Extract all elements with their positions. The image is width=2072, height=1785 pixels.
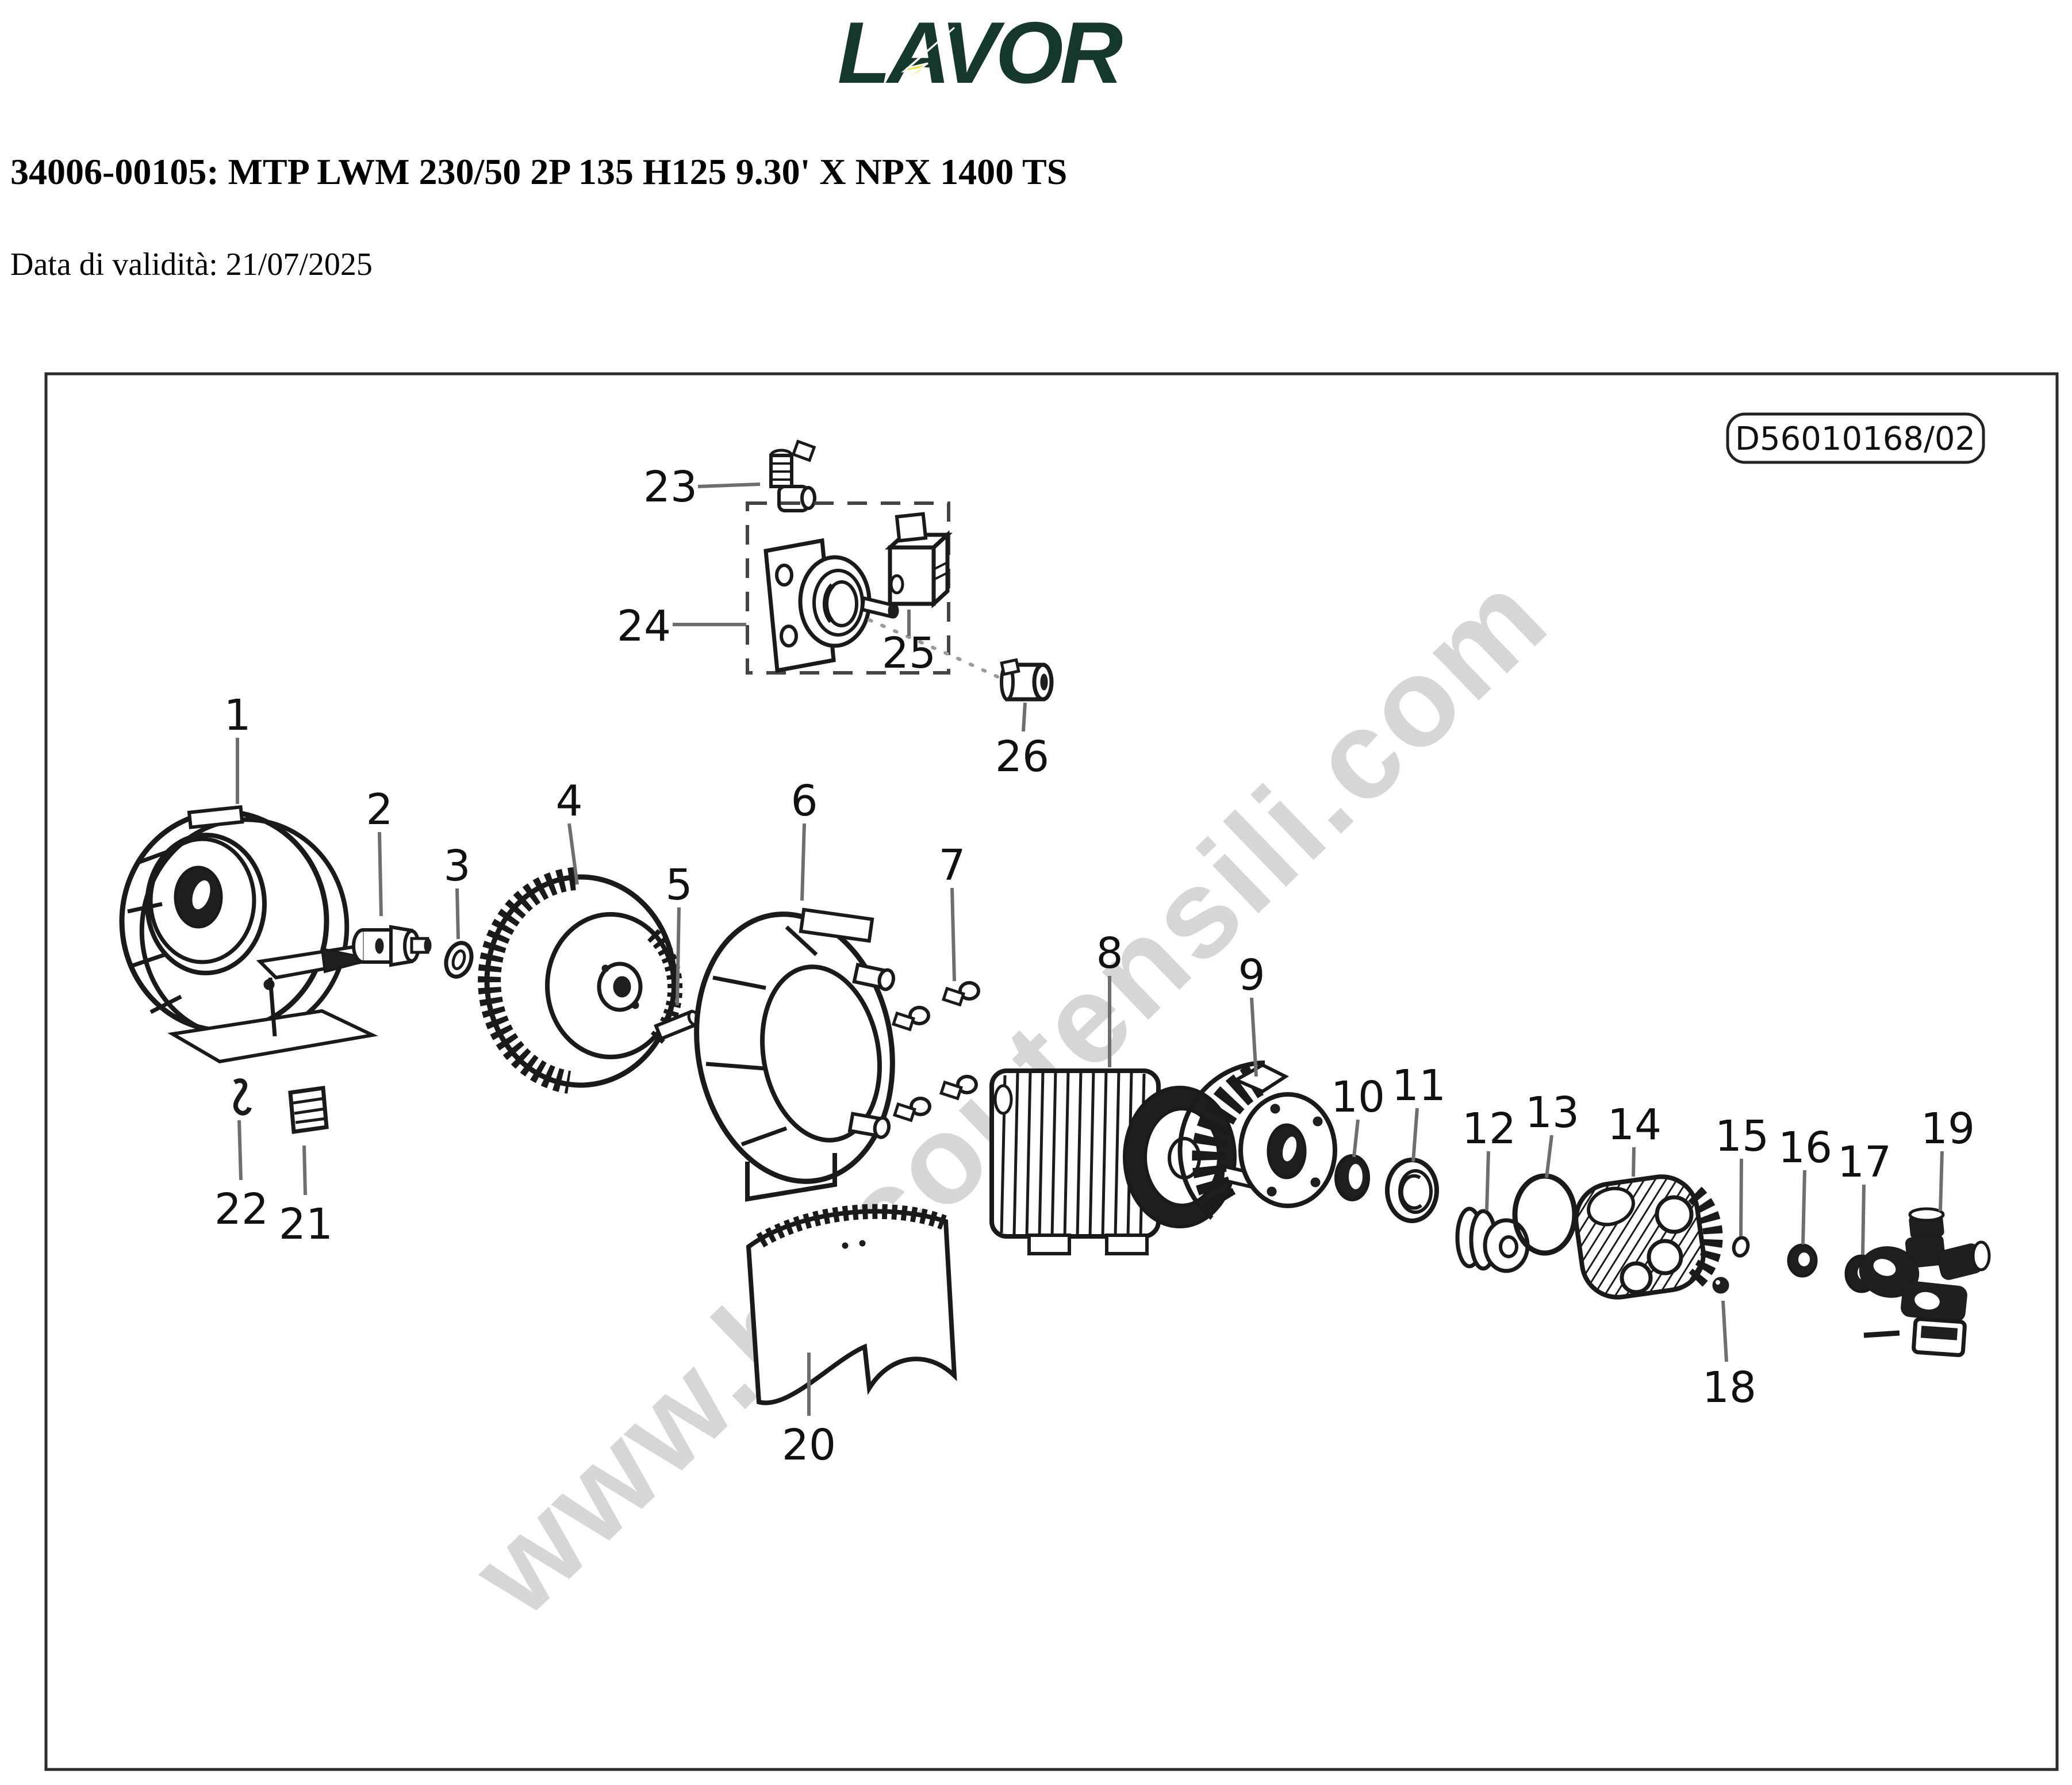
part-label-19: 19 [1921, 1104, 1975, 1154]
kit-dotted-line [868, 618, 1003, 680]
part-10-bearing [1334, 1154, 1370, 1201]
part-label-10: 10 [1331, 1072, 1385, 1122]
part-2-coupling [352, 925, 432, 967]
part-label-17: 17 [1837, 1137, 1891, 1187]
part-label-6: 6 [791, 776, 818, 826]
part-24-pressure-switch-kit [746, 501, 950, 675]
part-leader-3 [455, 888, 460, 940]
drawing-code: D56010168/02 [1735, 420, 1975, 458]
part-label-13: 13 [1525, 1088, 1579, 1137]
part-label-22: 22 [214, 1185, 268, 1234]
part-leader-17 [1861, 1184, 1866, 1255]
part-leader-7 [950, 887, 956, 982]
part-20-cover-shell [746, 1204, 957, 1405]
validity-date-line: Data di validità: 21/07/2025 [10, 246, 1160, 283]
part-label-16: 16 [1778, 1123, 1832, 1173]
part-label-12: 12 [1462, 1104, 1516, 1154]
part-23-elbow-fitting [769, 439, 816, 512]
part-label-2: 2 [366, 785, 393, 834]
part-21-plate [288, 1086, 329, 1134]
part-leader-11 [1411, 1108, 1419, 1162]
part-leader-18 [1721, 1300, 1728, 1362]
part-26-sleeve [1000, 658, 1054, 702]
part-4-fan-wheel [478, 867, 683, 1094]
part-leader-4 [567, 823, 579, 885]
part-leader-9 [1250, 997, 1258, 1077]
part-label-18: 18 [1702, 1363, 1756, 1412]
page-title: 34006-00105: MTP LWM 230/50 2P 135 H125 … [10, 151, 1068, 192]
part-label-8: 8 [1096, 929, 1123, 978]
part-19-valve-assembly [1859, 1207, 1991, 1357]
lavor-logo: LAVOR [835, 3, 1126, 107]
part-label-9: 9 [1238, 951, 1265, 1000]
part-1-blower-housing [119, 805, 381, 1064]
lightning-bolt-icon [872, 26, 955, 102]
part-13-o-ring [1512, 1173, 1578, 1256]
part-3-seal-ring [444, 941, 474, 979]
part-label-1: 1 [224, 691, 251, 740]
part-8-motor [989, 1068, 1260, 1255]
part-leader-19 [1939, 1151, 1944, 1212]
part-leader-23 [697, 482, 761, 488]
validity-value: 21/07/2025 [225, 247, 373, 282]
part-label-25: 25 [882, 629, 936, 678]
part-leader-21 [302, 1145, 307, 1196]
part-label-11: 11 [1392, 1061, 1446, 1110]
part-11-swash-disc [1385, 1158, 1439, 1223]
part-12-washer-set [1455, 1206, 1530, 1273]
logo-text: LAVOR [838, 4, 1122, 102]
part-leader-12 [1485, 1151, 1490, 1211]
part-leader-5 [676, 907, 681, 1006]
part-25-microswitch [885, 512, 953, 608]
part-label-21: 21 [279, 1200, 333, 1249]
part-22-clip [233, 1078, 252, 1116]
part-leader-14 [1632, 1147, 1636, 1177]
part-label-20: 20 [782, 1420, 836, 1470]
part-9-gear-flange [1177, 1060, 1337, 1220]
drawing-code-badge: D56010168/02 [1726, 412, 1985, 464]
part-leader-13 [1545, 1135, 1553, 1178]
diagram-frame [44, 372, 2059, 1771]
part-leader-6 [800, 823, 806, 901]
part-label-3: 3 [443, 841, 470, 891]
part-18-ball [1712, 1277, 1729, 1294]
part-16-nut [1787, 1243, 1818, 1278]
part-leader-26 [1022, 702, 1027, 732]
part-7-screws [891, 981, 980, 1123]
part-label-23: 23 [643, 462, 697, 512]
part-label-14: 14 [1607, 1100, 1662, 1150]
part-14-pump-head [1574, 1174, 1723, 1300]
part-label-5: 5 [665, 860, 692, 910]
validity-label: Data di validità: [10, 247, 218, 282]
part-leader-2 [378, 832, 383, 917]
part-label-7: 7 [938, 841, 965, 890]
part-6-bell-housing [694, 907, 895, 1202]
part-leader-22 [237, 1120, 243, 1181]
part-label-15: 15 [1715, 1112, 1769, 1161]
part-leader-10 [1352, 1119, 1360, 1158]
part-label-24: 24 [617, 602, 671, 651]
part-label-26: 26 [995, 732, 1049, 782]
part-label-4: 4 [555, 776, 582, 826]
part-15-small-o-ring [1732, 1236, 1750, 1258]
part-leader-16 [1801, 1170, 1806, 1245]
